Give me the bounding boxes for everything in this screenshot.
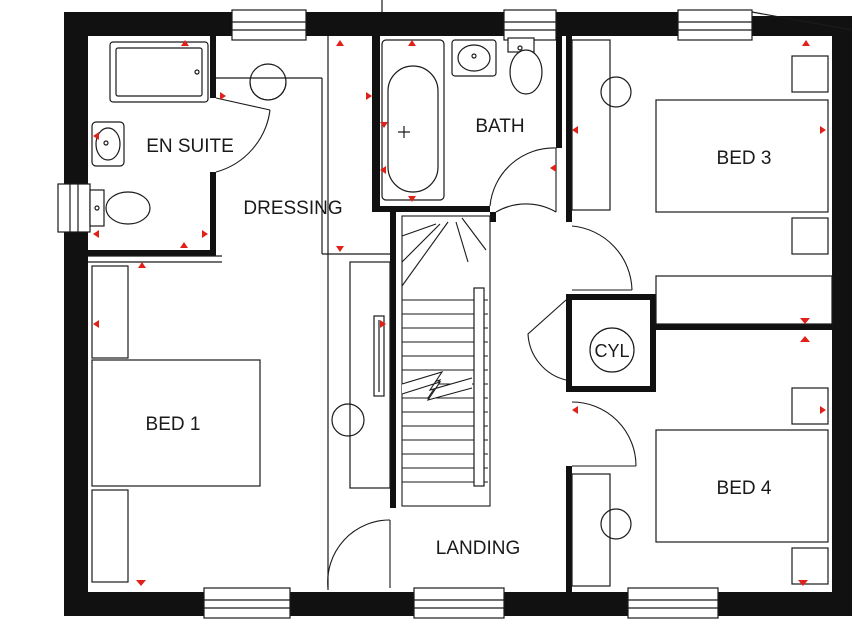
bed4-fixtures (571, 387, 829, 587)
red-triangle-icon (550, 164, 556, 172)
red-triangle-icon (820, 126, 826, 134)
power-markers (93, 40, 826, 586)
dressing-fixtures (249, 63, 287, 101)
en-suite-fixtures (89, 41, 271, 227)
bed1-fixtures (91, 265, 391, 589)
room-label-dressing: DRESSING (243, 198, 342, 219)
red-triangle-icon (820, 406, 826, 414)
red-triangle-icon (572, 406, 578, 414)
red-triangle-icon (180, 242, 188, 248)
room-labels: EN SUITE DRESSING BATH BED 3 BED 1 BED 4… (146, 116, 772, 559)
cylinder-cupboard (527, 275, 833, 381)
bath-fixtures (381, 37, 557, 212)
red-triangle-icon (93, 132, 99, 140)
room-label-bed4: BED 4 (717, 478, 772, 499)
red-triangle-icon (93, 320, 99, 328)
outer-walls (64, 0, 853, 616)
cylinder-label: CYL (594, 341, 629, 361)
red-triangle-icon (202, 230, 208, 238)
room-label-landing: LANDING (436, 538, 520, 559)
internal-walls (88, 36, 832, 592)
red-triangle-icon (800, 336, 810, 342)
red-triangle-icon (380, 320, 386, 328)
red-triangle-icon (366, 92, 372, 100)
red-triangle-icon (408, 196, 416, 202)
room-label-bath: BATH (475, 116, 524, 137)
room-label-en-suite: EN SUITE (146, 136, 234, 157)
red-triangle-icon (798, 580, 808, 586)
red-triangle-icon (380, 122, 388, 128)
landing-doors (495, 203, 557, 213)
windows (57, 9, 753, 619)
red-triangle-icon (802, 40, 810, 46)
red-triangle-icon (380, 166, 386, 174)
red-triangle-icon (336, 246, 344, 252)
red-triangle-icon (336, 40, 344, 46)
red-triangle-icon (408, 40, 416, 46)
bed3-fixtures (571, 39, 829, 291)
red-triangle-icon (572, 126, 578, 134)
room-label-bed3: BED 3 (717, 148, 772, 169)
red-triangle-icon (93, 230, 99, 238)
red-triangle-icon (220, 92, 226, 100)
red-triangle-icon (181, 40, 189, 46)
staircase (401, 215, 491, 507)
red-triangle-icon (136, 580, 146, 586)
red-triangle-icon (800, 318, 810, 324)
room-label-bed1: BED 1 (146, 414, 201, 435)
red-triangle-icon (138, 262, 146, 268)
